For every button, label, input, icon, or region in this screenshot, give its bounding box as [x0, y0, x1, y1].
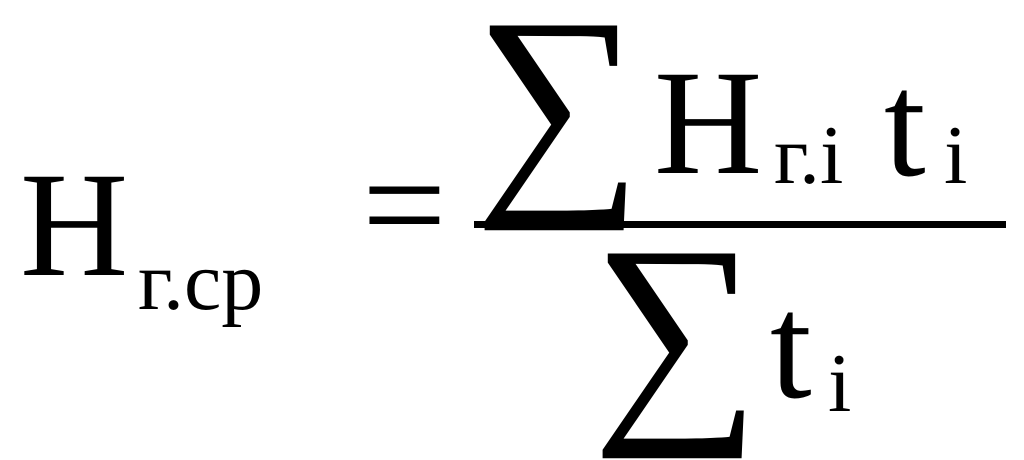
equals-sign: =	[362, 122, 447, 288]
denominator-sum-symbol: ∑	[592, 199, 761, 460]
lhs-subscript: г.ср	[138, 235, 264, 328]
lhs-symbol: Н	[20, 142, 129, 308]
denominator-factor-subscript: i	[828, 337, 852, 430]
numerator-symbol: Н	[654, 40, 763, 206]
numerator-sum-symbol: ∑	[474, 0, 643, 232]
denominator-factor: t	[770, 264, 812, 430]
numerator-factor-subscript: i	[944, 109, 968, 202]
fraction-bar	[474, 221, 1006, 228]
formula: Н г.ср = ∑ Н г.i t i ∑ t i	[20, 0, 1006, 460]
numerator-subscript: г.i	[774, 109, 844, 202]
numerator-factor: t	[884, 42, 926, 208]
